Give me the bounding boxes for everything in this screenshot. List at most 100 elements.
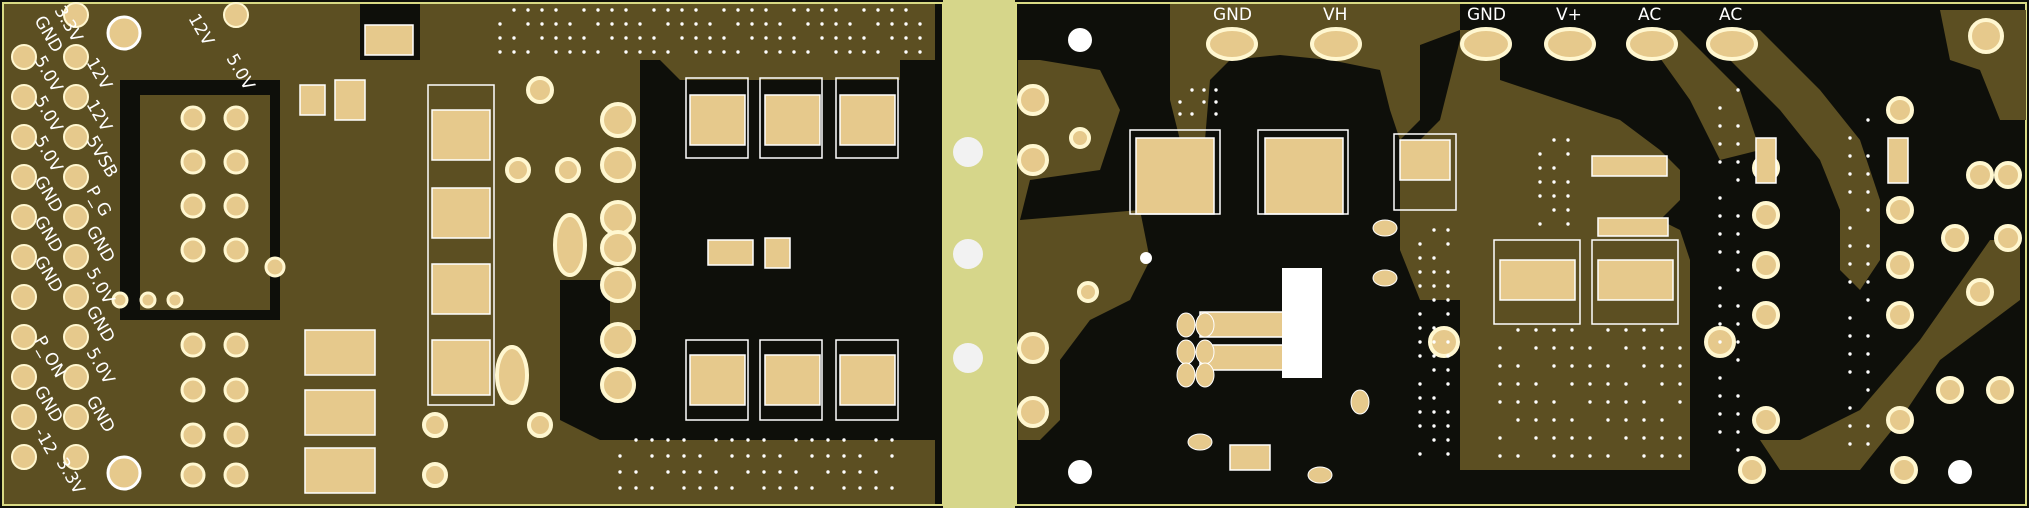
via-67 [792,8,796,12]
via-122 [730,454,734,458]
via-103 [634,470,638,474]
via-190 [1432,438,1436,442]
via-95 [904,50,908,54]
via-126 [746,470,750,474]
right-ic-components [1135,137,1909,471]
via-141 [826,454,830,458]
via-291 [1718,106,1722,110]
via-88 [876,50,880,54]
via-302 [1718,340,1722,344]
via-71 [806,22,810,26]
via-100 [618,470,622,474]
via-211 [1516,328,1520,332]
via-16 [568,22,572,26]
via-31 [624,50,628,54]
via-336 [1848,406,1852,410]
via-43 [680,36,684,40]
via-330 [1848,262,1852,266]
via-50 [708,50,712,54]
via-86 [876,8,880,12]
via-275 [1538,152,1542,156]
via-237 [1588,346,1592,350]
via-148 [858,470,862,474]
via-187 [1432,396,1436,400]
via-202 [1446,424,1450,428]
via-301 [1718,322,1722,326]
via-68 [792,36,796,40]
via-279 [1538,222,1542,226]
left-board: 3.3V 12V 5.0V GND 5.0V 5.0V 5.0V GND GND… [2,2,944,506]
via-138 [810,454,814,458]
via-30 [624,36,628,40]
via-167 [1418,270,1422,274]
via-41 [680,8,684,12]
via-345 [1866,262,1870,266]
via-207 [1498,382,1502,386]
via-107 [650,486,654,490]
via-39 [666,22,670,26]
via-342 [1866,190,1870,194]
via-161 [1202,100,1206,104]
via-49 [708,36,712,40]
via-96 [918,22,922,26]
right-copper-bottom-right [1760,240,2020,470]
via-15 [554,50,558,54]
via-143 [842,438,846,442]
via-144 [842,454,846,458]
via-201 [1446,410,1450,414]
via-1 [498,36,502,40]
via-118 [714,438,718,442]
via-157 [1178,112,1182,116]
via-27 [610,36,614,40]
via-225 [1552,364,1556,368]
via-296 [1718,214,1722,218]
via-101 [618,486,622,490]
via-137 [810,438,814,442]
via-260 [1642,436,1646,440]
via-197 [1446,340,1450,344]
via-205 [1498,346,1502,350]
via-128 [762,454,766,458]
via-209 [1498,436,1502,440]
via-94 [904,36,908,40]
via-74 [820,22,824,26]
via-322 [1736,430,1740,434]
via-329 [1848,244,1852,248]
via-45 [694,22,698,26]
via-135 [794,470,798,474]
via-54 [736,8,740,12]
via-147 [858,454,862,458]
via-193 [1446,270,1450,274]
via-132 [778,470,782,474]
via-172 [1418,354,1422,358]
via-290 [1566,222,1570,226]
via-198 [1446,354,1450,358]
left-connector-pads [11,2,249,470]
via-180 [1432,270,1436,274]
via-285 [1566,138,1570,142]
via-7 [526,22,530,26]
via-220 [1534,400,1538,404]
via-72 [806,50,810,54]
via-164 [1214,112,1218,116]
via-229 [1552,454,1556,458]
via-83 [862,8,866,12]
right-copper-left [1018,60,1150,440]
via-253 [1624,418,1628,422]
via-6 [526,8,530,12]
right-mounting-holes [1068,28,1972,484]
via-81 [848,36,852,40]
via-64 [778,22,782,26]
via-179 [1432,256,1436,260]
via-14 [554,36,558,40]
via-53 [722,50,726,54]
via-12 [554,8,558,12]
mounting-hole-bottom [106,455,142,491]
via-261 [1642,454,1646,458]
via-264 [1660,364,1664,368]
via-166 [1418,256,1422,260]
via-120 [714,486,718,490]
via-214 [1516,400,1520,404]
via-248 [1606,454,1610,458]
right-small-pads [1176,219,1398,484]
